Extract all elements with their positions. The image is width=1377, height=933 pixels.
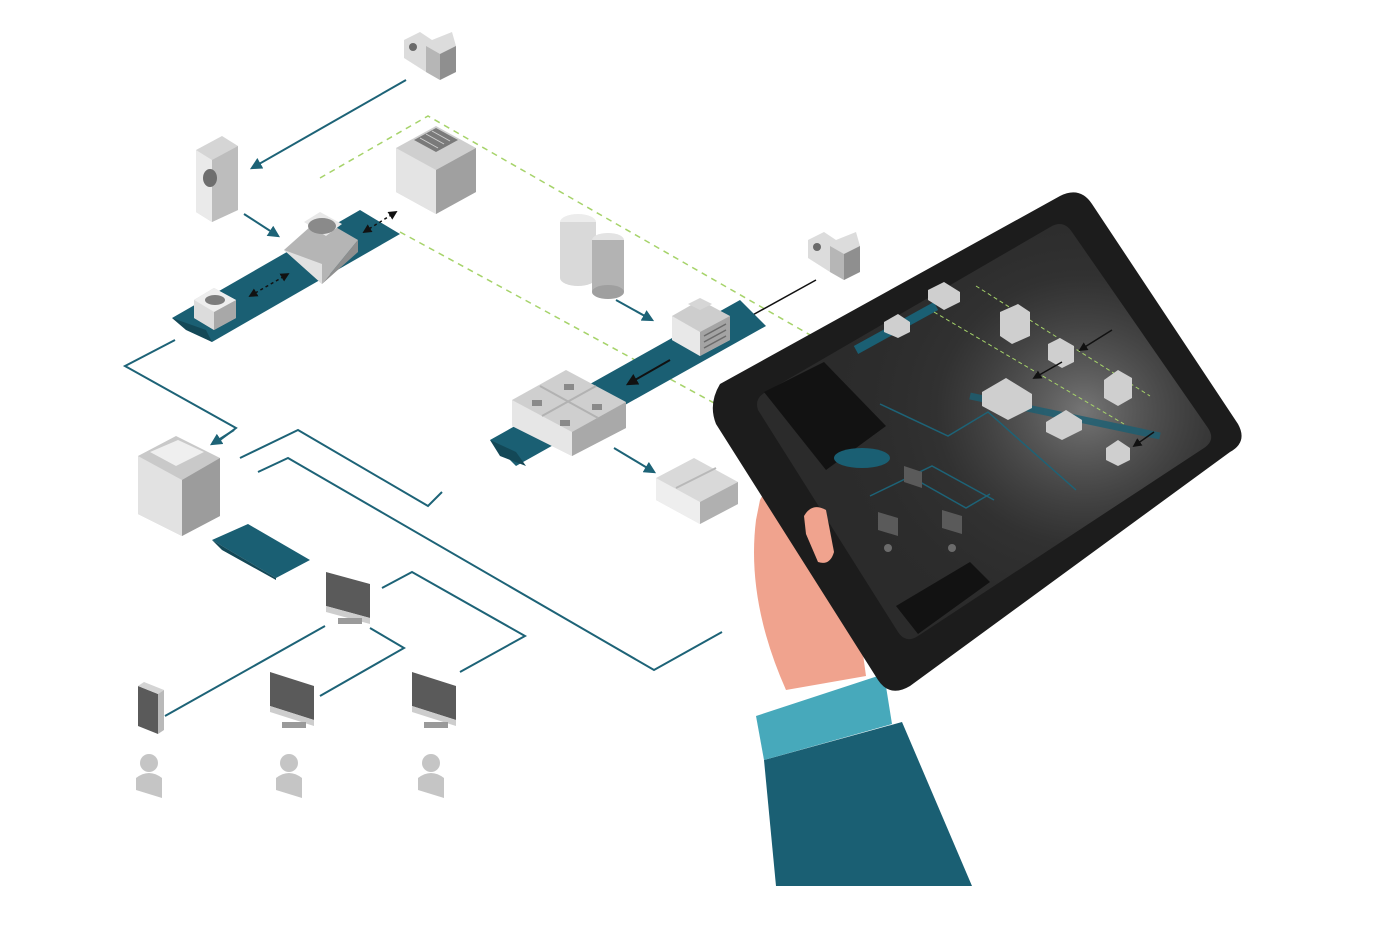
screen-panel-bottom-right [896,562,990,634]
tablet-mini-diagram [834,282,1161,552]
machine-icon [284,212,358,284]
tank-icon [560,214,624,299]
monitor-link-center [319,627,406,697]
person-icon-3 [418,754,444,798]
sleeve-icon [756,674,972,886]
flow-arrow-camera-to-speaker [249,79,407,170]
flow-arrows [209,79,657,474]
zone-boundary-dashed [319,115,813,337]
network-line-long [257,456,723,672]
monitor-icon-top [326,572,370,624]
hub-machine-icon [138,436,220,536]
monitor-link-phone [164,625,326,717]
robot-arm-icon [396,126,476,214]
output-box-icon [656,458,738,524]
server-box-icon [672,298,730,356]
tablet-icon[interactable] [712,192,1242,691]
screen-panel-top-left [764,362,886,470]
speaker-box-icon [196,136,238,222]
camera-icon-right [738,232,860,323]
zone-boundary-dashed-2 [399,231,761,429]
storage-block-icon [512,370,626,456]
monitor-icon-bottom-left [270,672,314,728]
flow-arrow-into-hub-1 [209,429,235,446]
flow-arrow-tank-to-server [615,299,655,322]
camera-icon-top [404,32,456,80]
network-line-mid [239,428,443,508]
monitor-link-right [381,570,528,673]
flow-arrow-to-output [613,447,657,474]
conveyor-hub [212,524,310,580]
nut-machine-icon [194,288,236,330]
thumb-icon [804,507,834,563]
person-icon-1 [136,754,162,798]
monitor-icon-bottom-right [412,672,456,728]
network-line-left [122,339,238,441]
flow-arrow-speaker-to-machine [243,213,281,238]
phone-icon [138,682,164,734]
person-icon-2 [276,754,302,798]
